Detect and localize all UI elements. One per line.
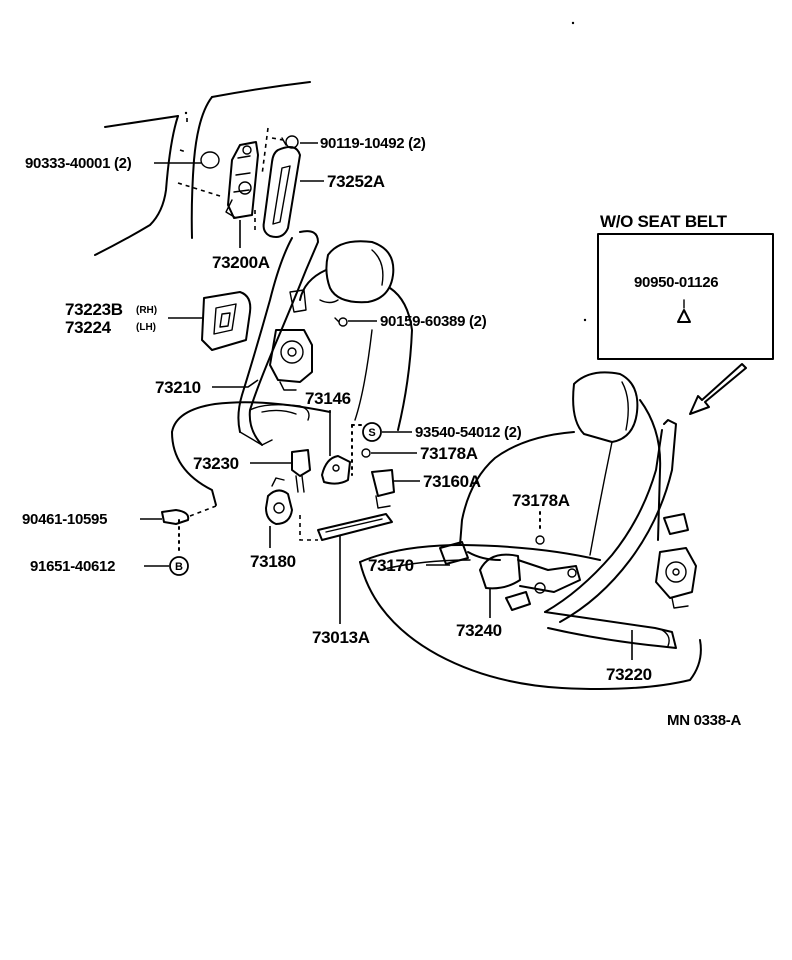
washer-73178a-right	[535, 511, 545, 545]
inner-belt-73170	[439, 541, 501, 565]
cover-73013a	[299, 513, 393, 541]
buckle-73230	[291, 449, 311, 493]
label-73210: 73210	[155, 378, 201, 397]
label-73240: 73240	[456, 621, 502, 640]
pointer-arrow	[689, 363, 747, 415]
bolt-90159	[334, 317, 348, 327]
leader-lines	[140, 142, 633, 660]
seat-belt-guide-73223b	[201, 291, 252, 351]
retractor-73220	[655, 513, 697, 609]
label-90461-10595: 90461-10595	[22, 511, 107, 528]
inner-buckle-73160a	[371, 469, 395, 509]
bolt-90461	[161, 505, 217, 525]
inset-without-seat-belt	[597, 233, 774, 360]
label-73200a: 73200A	[212, 253, 270, 272]
label-73160a: 73160A	[423, 472, 481, 491]
label-90159-60389: 90159-60389 (2)	[380, 313, 487, 330]
label-73223b: 73223B	[65, 300, 123, 319]
bolt-90119	[271, 135, 299, 149]
label-73230: 73230	[193, 454, 239, 473]
scan-specks	[184, 21, 587, 322]
inset-title: W/O SEAT BELT	[600, 212, 728, 231]
inner-belt-73240	[479, 553, 581, 611]
anchor-cover-73252a	[262, 145, 301, 238]
label-90333-40001: 90333-40001 (2)	[25, 155, 132, 172]
label-93540-54012: 93540-54012 (2)	[415, 424, 522, 441]
shoulder-belt-73210	[237, 230, 319, 446]
left-seat-headrest	[325, 240, 395, 304]
marker-s-label: S	[368, 427, 375, 439]
outer-belt-73220	[544, 419, 677, 649]
right-seat-headrest	[572, 371, 639, 443]
marker-b: B	[169, 556, 189, 576]
label-73146: 73146	[305, 389, 351, 408]
label-73178a-right: 73178A	[512, 491, 570, 510]
label-90950-01126: 90950-01126	[634, 274, 718, 291]
screw-93540	[351, 424, 363, 476]
right-seat-back	[459, 399, 662, 556]
label-90119-10492: 90119-10492 (2)	[320, 135, 426, 152]
label-lh: (LH)	[136, 322, 156, 333]
plug-90950-shape	[677, 309, 691, 323]
label-73252a: 73252A	[327, 172, 385, 191]
marker-b-label: B	[175, 561, 183, 573]
buckle-cover-73146	[321, 455, 351, 485]
hole-plug-90333	[200, 151, 220, 169]
label-rh: (RH)	[136, 305, 157, 316]
label-73180: 73180	[250, 552, 296, 571]
left-seat-cushion	[171, 401, 331, 506]
diagram-code: MN 0338-A	[667, 712, 741, 729]
label-73178a-left: 73178A	[420, 444, 478, 463]
left-seat-back	[299, 269, 413, 431]
anchor-73180	[265, 477, 293, 525]
marker-s: S	[362, 422, 382, 442]
label-73013a: 73013A	[312, 628, 370, 647]
label-91651-40612: 91651-40612	[30, 558, 115, 575]
retractor-73210	[269, 289, 313, 391]
label-73170: 73170	[368, 556, 414, 575]
label-73220: 73220	[606, 665, 652, 684]
body-pillar	[94, 81, 311, 256]
shoulder-anchor-adjuster-73200a	[225, 141, 259, 219]
washer-73178a-left	[361, 448, 371, 458]
label-73224: 73224	[65, 318, 112, 337]
